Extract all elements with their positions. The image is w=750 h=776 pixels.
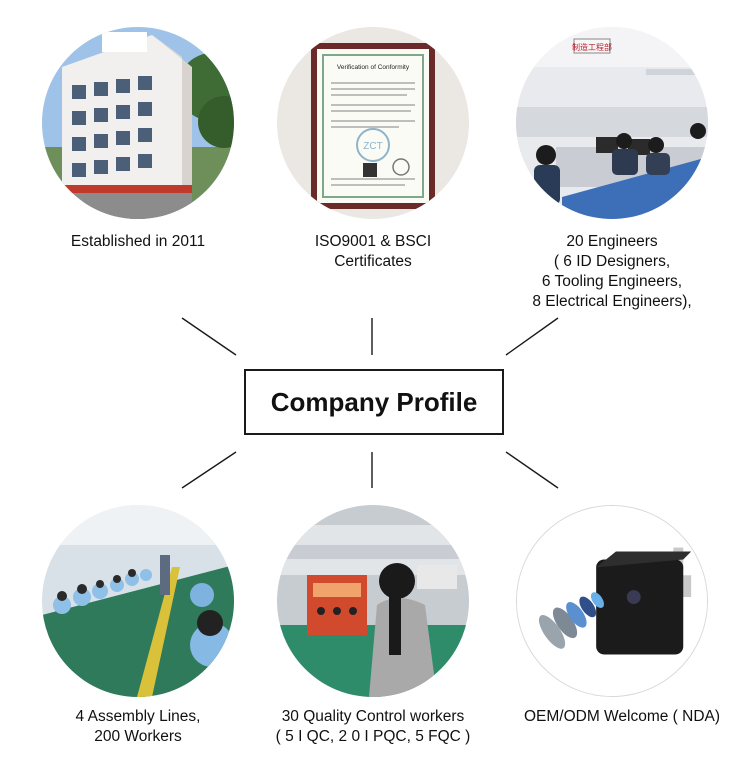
caption-assembly: 4 Assembly Lines, 200 Workers: [75, 708, 201, 745]
caption-oem: OEM/ODM Welcome ( NDA): [523, 708, 721, 725]
connector-established: [181, 317, 237, 356]
caption-certificates: ISO9001 & BSCI Certificates: [314, 233, 432, 270]
caption-engineers: 20 Engineers ( 6 ID Designers, 6 Tooling…: [532, 233, 692, 310]
certificate-stamp: ZCT: [363, 141, 382, 152]
engineering-office-photo: 制造工程部: [516, 27, 708, 219]
factory-building-photo: [42, 27, 234, 219]
connector-assembly: [181, 451, 237, 489]
connector-oem: [505, 451, 559, 489]
certificate-photo: Verification of Conformity ZCT: [277, 27, 469, 219]
caption-quality: 30 Quality Control workers ( 5 I QC, 2 0…: [275, 708, 471, 745]
assembly-line-photo: [42, 505, 234, 697]
company-profile-box: Company Profile: [244, 369, 504, 435]
caption-established: Established in 2011: [70, 233, 206, 250]
office-sign: 制造工程部: [572, 42, 612, 52]
quality-control-photo: [277, 505, 469, 697]
charger-camera-product-photo: [516, 505, 708, 697]
certificate-heading: Verification of Conformity: [337, 64, 410, 71]
center-title: Company Profile: [270, 386, 478, 417]
connector-engineers: [505, 317, 559, 356]
